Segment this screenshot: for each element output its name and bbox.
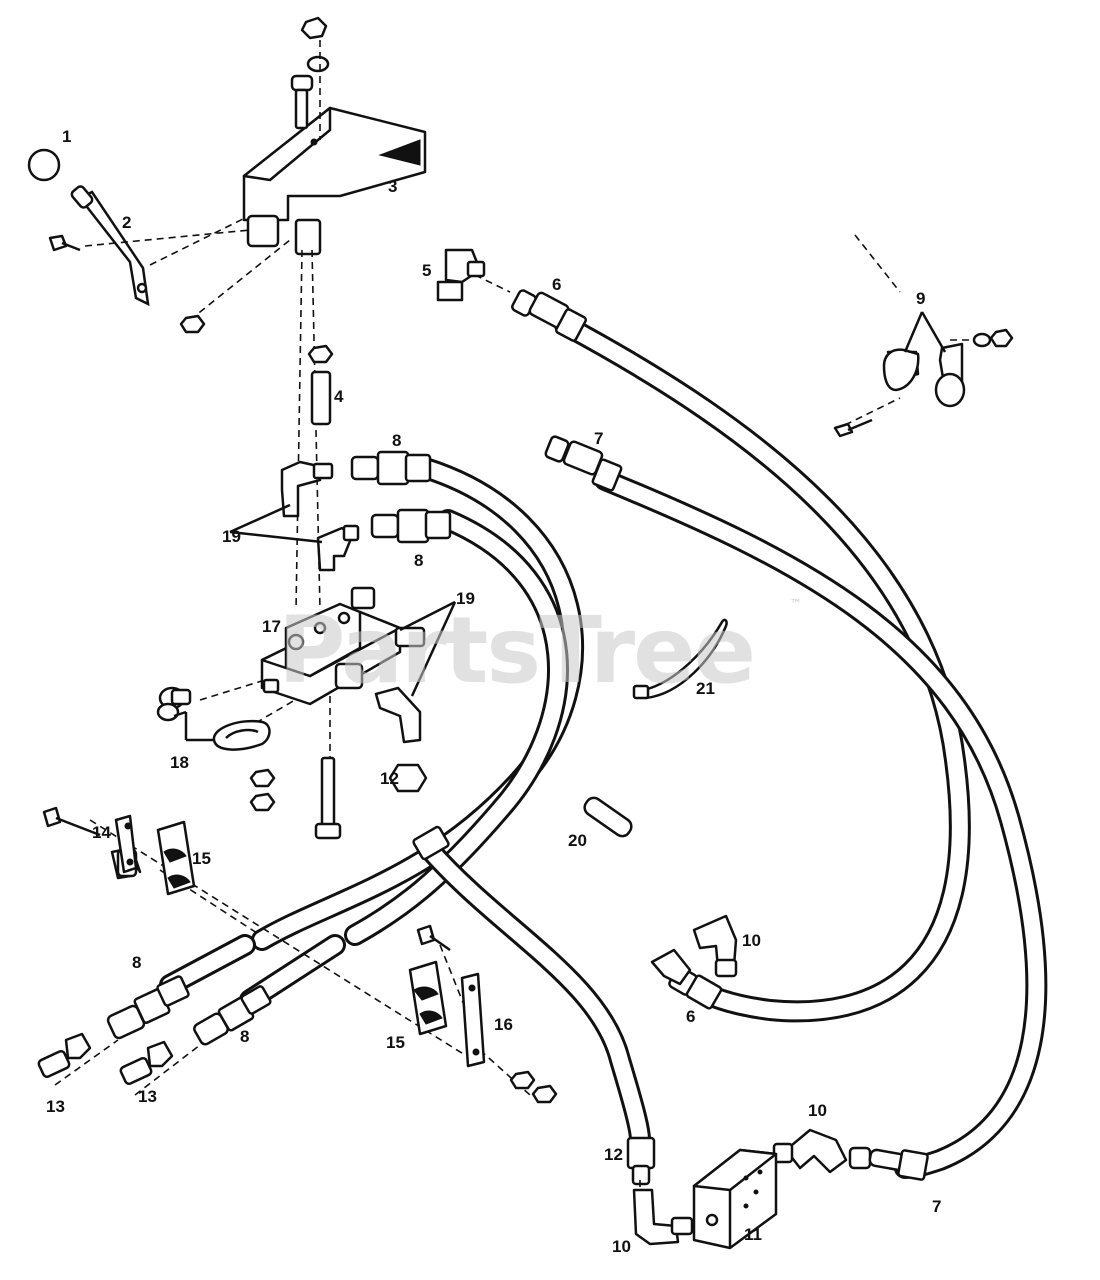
- callout-14: 14: [92, 823, 111, 842]
- part-17-valve[interactable]: [260, 586, 426, 706]
- hose-fittings: [106, 289, 929, 1186]
- hose-7-fitting-top[interactable]: [544, 435, 623, 492]
- valve-nut-lower[interactable]: [249, 792, 276, 812]
- hose-12[interactable]: [419, 839, 651, 1151]
- part-10-elbow-right[interactable]: [772, 1128, 848, 1174]
- callout-12-upper: 12: [380, 769, 399, 788]
- part-11-manifold[interactable]: [692, 1148, 778, 1250]
- part-14-clamp-plate[interactable]: [110, 814, 142, 880]
- part-20-sleeve[interactable]: [582, 795, 635, 840]
- hose-7-fitting-bottom[interactable]: [848, 1146, 929, 1181]
- hose-6-fitting-top[interactable]: [511, 289, 588, 342]
- callout-21: 21: [696, 679, 715, 698]
- part-13-adapter-right[interactable]: [119, 1040, 174, 1086]
- hose-8-fitting-lower[interactable]: [370, 508, 452, 544]
- part-15-clamp-block-upper[interactable]: [156, 820, 196, 896]
- part-19-elbow-middle[interactable]: [316, 524, 360, 572]
- hose-6[interactable]: [554, 314, 971, 1023]
- callout-13-right: 13: [138, 1087, 157, 1106]
- callout-8-b: 8: [414, 551, 423, 570]
- callout-10-bottom: 10: [612, 1237, 631, 1256]
- hose-8-fitting-upper[interactable]: [350, 450, 432, 486]
- callout-4: 4: [334, 387, 344, 406]
- callout-1: 1: [62, 127, 71, 146]
- callout-leaders: [173, 311, 947, 742]
- callout-15-upper: 15: [192, 849, 211, 868]
- callout-5: 5: [422, 261, 431, 280]
- part-9-clamps[interactable]: [833, 328, 1014, 438]
- part-5-elbow[interactable]: [436, 248, 486, 302]
- part-10-elbow-side[interactable]: [650, 948, 692, 986]
- callout-8-d: 8: [240, 1027, 249, 1046]
- callout-10-upper: 10: [742, 931, 761, 950]
- callout-3: 3: [388, 177, 397, 196]
- callout-18: 18: [170, 753, 189, 772]
- callout-7-top: 7: [594, 429, 603, 448]
- watermark-trademark: ™: [790, 597, 802, 611]
- part-16-clamp-plate[interactable]: [460, 972, 486, 1068]
- part-19-elbow-upper[interactable]: [280, 460, 334, 518]
- callout-9: 9: [916, 289, 925, 308]
- callout-8-a: 8: [392, 431, 401, 450]
- callout-20: 20: [568, 831, 587, 850]
- hoses: [159, 314, 1048, 1179]
- part-19-elbow-lower[interactable]: [374, 686, 422, 744]
- callout-6-bottom: 6: [686, 1007, 695, 1026]
- callout-16: 16: [494, 1015, 513, 1034]
- partstree-watermark: PartsTree ™: [278, 597, 802, 704]
- callout-11: 11: [744, 1225, 762, 1244]
- callout-6-top: 6: [552, 275, 561, 294]
- part-14-bolt[interactable]: [42, 806, 101, 837]
- hose-8-fitting-bottom-right[interactable]: [193, 985, 272, 1046]
- callout-labels: 1 2 3 4 5 6 6 7 7 8 8 8 8 9 10 10 10 11 …: [46, 127, 941, 1256]
- hose-7[interactable]: [594, 469, 1048, 1179]
- callout-19-upper: 19: [222, 527, 241, 546]
- lower-clamp-nut-2[interactable]: [531, 1084, 558, 1104]
- valve-mounting-bolt[interactable]: [314, 756, 342, 840]
- part-3-bracket[interactable]: [242, 106, 427, 256]
- valve-nut-upper[interactable]: [249, 768, 276, 788]
- callout-12-lower: 12: [604, 1145, 623, 1164]
- part-21-cable-tie[interactable]: [632, 618, 728, 700]
- part-18-plugs[interactable]: [156, 686, 271, 751]
- part-3-hardware[interactable]: [290, 16, 330, 130]
- callout-17: 17: [262, 617, 281, 636]
- hose-8-lower[interactable]: [344, 509, 569, 946]
- part-16-bolt[interactable]: [416, 924, 451, 952]
- callout-2: 2: [122, 213, 131, 232]
- part-2-lever[interactable]: [48, 185, 150, 307]
- callout-8-c: 8: [132, 953, 141, 972]
- hose-12-fitting-bottom[interactable]: [626, 1136, 656, 1186]
- part-13-adapter-left[interactable]: [37, 1032, 92, 1079]
- callout-15-lower: 15: [386, 1033, 405, 1052]
- watermark-text: PartsTree: [278, 597, 754, 704]
- callout-13-left: 13: [46, 1097, 65, 1116]
- callout-19-lower: 19: [456, 589, 475, 608]
- hose-clamp-band: [412, 825, 450, 861]
- hose-8-fitting-bottom-left[interactable]: [106, 975, 190, 1040]
- part-1-knob[interactable]: [27, 148, 61, 182]
- hose-12-nut[interactable]: [388, 763, 428, 793]
- callout-7-bottom: 7: [932, 1197, 941, 1216]
- part-4-spacer[interactable]: [307, 344, 334, 426]
- part-2-nut[interactable]: [179, 314, 206, 334]
- part-15-clamp-block-lower[interactable]: [408, 960, 448, 1036]
- lower-clamp-nut-1[interactable]: [509, 1070, 536, 1090]
- part-10-elbow-upper[interactable]: [692, 914, 738, 978]
- part-10-elbow-bottom[interactable]: [632, 1188, 694, 1246]
- callout-10-right: 10: [808, 1101, 827, 1120]
